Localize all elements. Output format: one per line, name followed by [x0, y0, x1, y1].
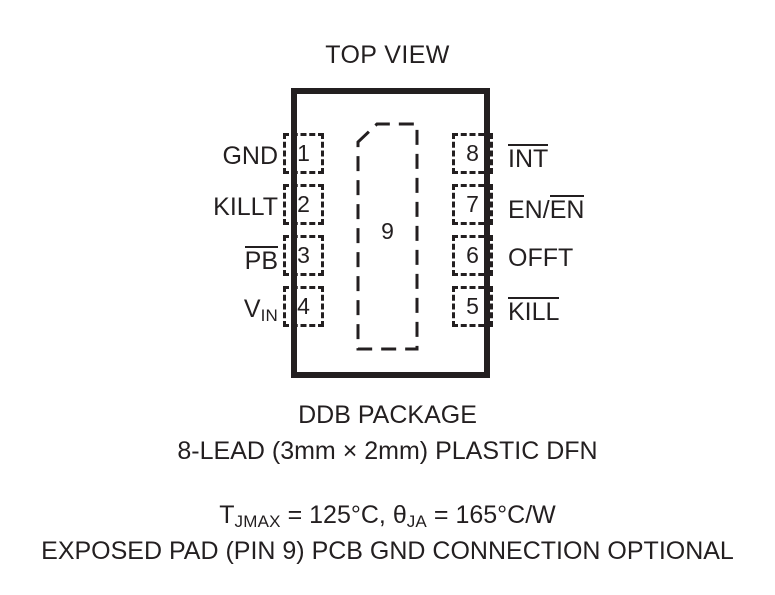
- pin-label-kill-text: KILL: [508, 297, 560, 326]
- tjmax-symbol: T: [219, 501, 235, 529]
- pin-box-3: 3: [283, 235, 324, 276]
- pin-label-gnd-text: GND: [222, 142, 278, 170]
- tjmax-value: = 125°C,: [280, 501, 393, 529]
- exposed-pad-note-caption: EXPOSED PAD (PIN 9) PCB GND CONNECTION O…: [41, 537, 734, 565]
- pin-box-8: 8: [452, 133, 493, 174]
- pin-label-gnd: GND: [222, 144, 278, 169]
- pin-box-6: 6: [452, 235, 493, 276]
- pin-label-offt: OFFT: [508, 246, 573, 271]
- exposed-pad-number: 9: [381, 218, 394, 244]
- pin-label-pb-text: PB: [244, 246, 278, 275]
- theta-ja-symbol: θ: [392, 501, 407, 529]
- package-name-caption: DDB PACKAGE: [298, 401, 477, 429]
- lead-spec-caption: 8-LEAD (3mm × 2mm) PLASTIC DFN: [177, 437, 598, 465]
- pin-label-int-text: INT: [508, 144, 549, 173]
- theta-ja-subscript: JA: [406, 512, 427, 531]
- pin-label-en-barred: EN: [549, 195, 585, 224]
- pin-label-vin-base: V: [243, 295, 261, 323]
- pin-box-1: 1: [283, 133, 324, 174]
- pin-box-5: 5: [452, 286, 493, 327]
- package-body-outline: [291, 88, 490, 378]
- theta-ja-value: = 165°C/W: [426, 501, 556, 529]
- pin-label-killt-text: KILLT: [213, 193, 278, 221]
- pin-label-vin: VIN: [243, 295, 278, 325]
- pin-label-kill: KILL: [508, 297, 560, 326]
- pin-box-7: 7: [452, 184, 493, 225]
- pin-label-vin-subscript: IN: [260, 306, 278, 325]
- top-view-title: TOP VIEW: [325, 41, 450, 69]
- pin-box-4: 4: [283, 286, 324, 327]
- pin-label-int: INT: [508, 144, 549, 173]
- pin-label-pb: PB: [244, 246, 278, 275]
- pin-label-killt: KILLT: [213, 195, 278, 220]
- tjmax-subscript: JMAX: [234, 512, 281, 531]
- exposed-pad-outline: 9: [356, 122, 419, 351]
- pin-label-offt-text: OFFT: [508, 244, 574, 272]
- thermal-spec-caption: TJMAX = 125°C, θJA = 165°C/W: [0, 501, 775, 531]
- pin-label-en: EN/EN: [508, 195, 585, 224]
- pin-box-2: 2: [283, 184, 324, 225]
- pin-label-en-plain: EN/: [508, 196, 550, 224]
